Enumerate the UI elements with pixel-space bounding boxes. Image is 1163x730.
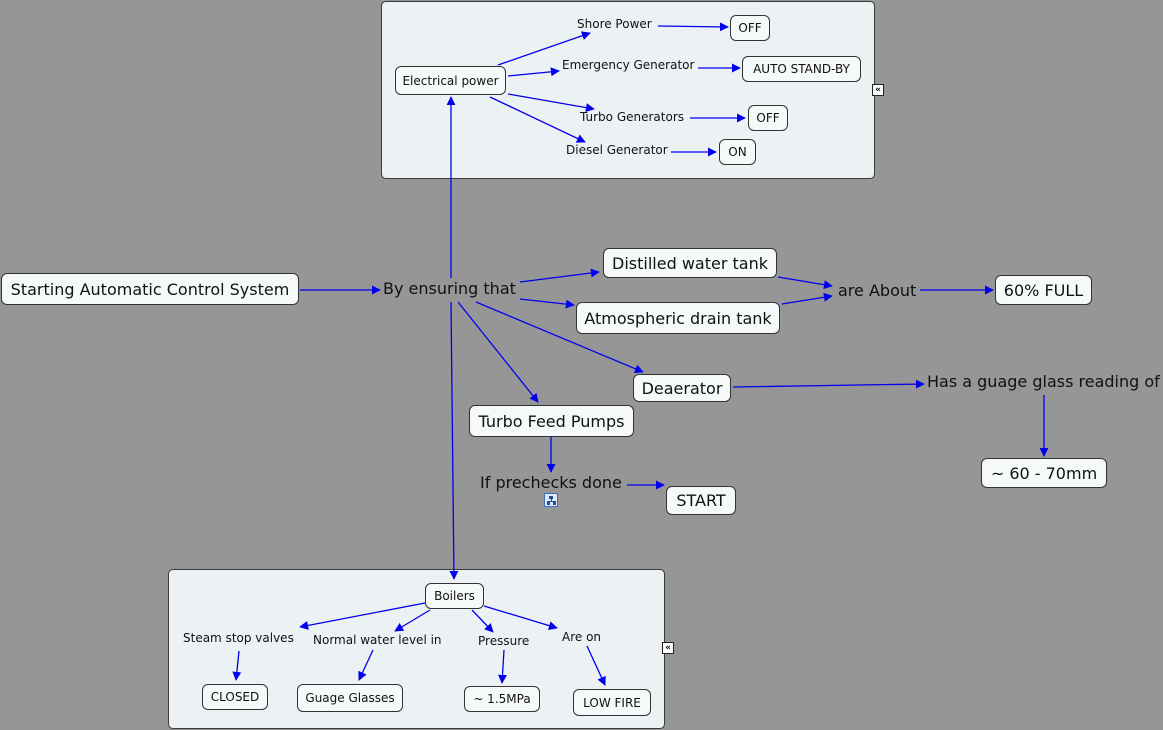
collapse-electrical-icon[interactable]: « (872, 84, 884, 96)
arrow-ensuring-to-pumps (457, 301, 539, 403)
label-gauge-reading[interactable]: Has a guage glass reading of (927, 372, 1160, 391)
node-closed[interactable]: CLOSED (202, 684, 268, 710)
node-turbo-off[interactable]: OFF (748, 105, 788, 131)
arrow-power-to-diesel (489, 96, 586, 143)
arrow-ensuring-to-boilers (449, 301, 459, 580)
label-pressure[interactable]: Pressure (478, 634, 530, 648)
node-start[interactable]: START (666, 486, 736, 515)
arrow-boilers-to-pressure (471, 609, 494, 633)
arrow-power-to-emergency (507, 67, 560, 77)
arrow-areon-to-fire (586, 645, 606, 686)
arrow-boilers-to-areon (483, 605, 558, 630)
label-shore-power[interactable]: Shore Power (577, 17, 652, 31)
label-are-on[interactable]: Are on (562, 630, 602, 644)
node-shore-off[interactable]: OFF (730, 15, 770, 41)
node-drain-tank[interactable]: Atmospheric drain tank (576, 302, 780, 334)
arrow-power-to-turbo (507, 93, 595, 113)
node-turbo-feed-pumps[interactable]: Turbo Feed Pumps (469, 405, 634, 437)
node-mm-range[interactable]: ~ 60 - 70mm (981, 458, 1107, 488)
node-electrical-power[interactable]: Electrical power (395, 66, 506, 95)
arrow-boilers-to-level (394, 609, 431, 632)
arrow-power-to-shore (497, 31, 591, 66)
label-turbo-generators[interactable]: Turbo Generators (580, 110, 685, 124)
arrow-drain-to-about (781, 292, 833, 305)
label-steam-stop-valves[interactable]: Steam stop valves (183, 631, 294, 645)
label-are-about[interactable]: are About (838, 281, 917, 300)
node-gauge-glasses[interactable]: Guage Glasses (297, 684, 403, 712)
node-start-system[interactable]: Starting Automatic Control System (1, 273, 299, 305)
node-low-fire[interactable]: LOW FIRE (573, 689, 651, 716)
label-prechecks[interactable]: If prechecks done (480, 473, 622, 492)
nested-map-icon[interactable] (544, 493, 558, 507)
label-by-ensuring[interactable]: By ensuring that (383, 279, 516, 298)
arrow-pressure-to-value (497, 649, 507, 684)
node-sixty-full[interactable]: 60% FULL (995, 275, 1092, 305)
label-normal-water-level[interactable]: Normal water level in (313, 633, 442, 647)
arrow-deaerator-to-gauge (732, 379, 925, 389)
arrow-ensuring-to-distilled (519, 268, 600, 283)
node-pressure-value[interactable]: ~ 1.5MPa (464, 686, 540, 712)
node-boilers[interactable]: Boilers (425, 583, 484, 609)
node-deaerator[interactable]: Deaerator (633, 374, 731, 402)
arrow-valves-to-closed (232, 650, 242, 681)
arrow-distilled-to-about (777, 276, 833, 290)
arrow-shore-to-off (657, 22, 729, 32)
label-emergency-generator[interactable]: Emergency Generator (562, 58, 695, 72)
arrow-level-to-glasses (358, 649, 374, 681)
arrow-boilers-to-valves (299, 602, 426, 630)
node-distilled-tank[interactable]: Distilled water tank (603, 248, 777, 278)
arrow-ensuring-to-deaerator (475, 301, 644, 374)
arrow-ensuring-to-drain (519, 298, 575, 309)
node-diesel-on[interactable]: ON (719, 139, 756, 165)
collapse-boilers-icon[interactable]: « (662, 642, 674, 654)
label-diesel-generator[interactable]: Diesel Generator (566, 143, 668, 157)
node-auto-standby[interactable]: AUTO STAND-BY (742, 56, 861, 82)
